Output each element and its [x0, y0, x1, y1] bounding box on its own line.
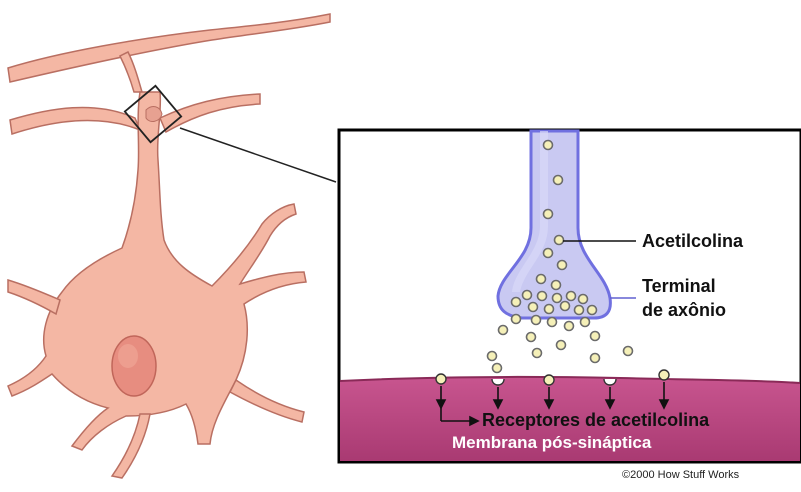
neuron-illustration [8, 14, 336, 478]
vesicle [533, 349, 542, 358]
vesicle [537, 275, 546, 284]
vesicle [544, 210, 553, 219]
vesicle [529, 303, 538, 312]
neuron-dendrite-bottom-right [230, 380, 304, 422]
vesicle [565, 322, 574, 331]
neuron-dendrite-twig [120, 52, 142, 92]
zoom-connector-line [180, 128, 336, 182]
terminal-label-line2: de axônio [642, 300, 726, 321]
vesicle [575, 306, 584, 315]
neuron-nucleus-highlight [118, 344, 138, 368]
vesicle [581, 318, 590, 327]
receptor-open [604, 379, 616, 385]
copyright-text: ©2000 How Stuff Works [622, 469, 739, 482]
vesicle [552, 281, 561, 290]
neuron-dendrite-left [10, 107, 140, 134]
zoom-box-detail [146, 107, 162, 122]
vesicle [538, 292, 547, 301]
neuron-dendrite-top [8, 14, 330, 82]
vesicle [548, 318, 557, 327]
vesicle [554, 176, 563, 185]
neuron-dendrite-bottom [112, 414, 150, 478]
vesicle [591, 332, 600, 341]
vesicle [567, 292, 576, 301]
vesicle [561, 302, 570, 311]
vesicle [555, 236, 564, 245]
receptor-bound [659, 370, 669, 380]
neuron-nucleus [112, 336, 156, 396]
vesicle [493, 364, 502, 373]
receptor-open [492, 379, 504, 385]
vesicle [591, 354, 600, 363]
terminal-label-line1: Terminal [642, 276, 716, 297]
receptores-label: Receptores de acetilcolina [482, 410, 709, 431]
vesicle [624, 347, 633, 356]
vesicle [544, 141, 553, 150]
vesicle [512, 315, 521, 324]
neuron-dendrite-lower-left [8, 280, 60, 314]
acetilcolina-label: Acetilcolina [642, 231, 743, 252]
vesicle [488, 352, 497, 361]
vesicle [527, 333, 536, 342]
vesicle [523, 291, 532, 300]
vesicle [558, 261, 567, 270]
vesicle [588, 306, 597, 315]
vesicle [557, 341, 566, 350]
receptor-bound [544, 375, 554, 385]
neuron-dendrite-right [160, 94, 260, 132]
vesicle [512, 298, 521, 307]
receptor-bound [436, 374, 446, 384]
vesicle [532, 316, 541, 325]
vesicle [579, 295, 588, 304]
vesicle [544, 249, 553, 258]
vesicle [545, 305, 554, 314]
vesicle [499, 326, 508, 335]
vesicle [553, 294, 562, 303]
membrana-label: Membrana pós-sináptica [452, 433, 651, 453]
